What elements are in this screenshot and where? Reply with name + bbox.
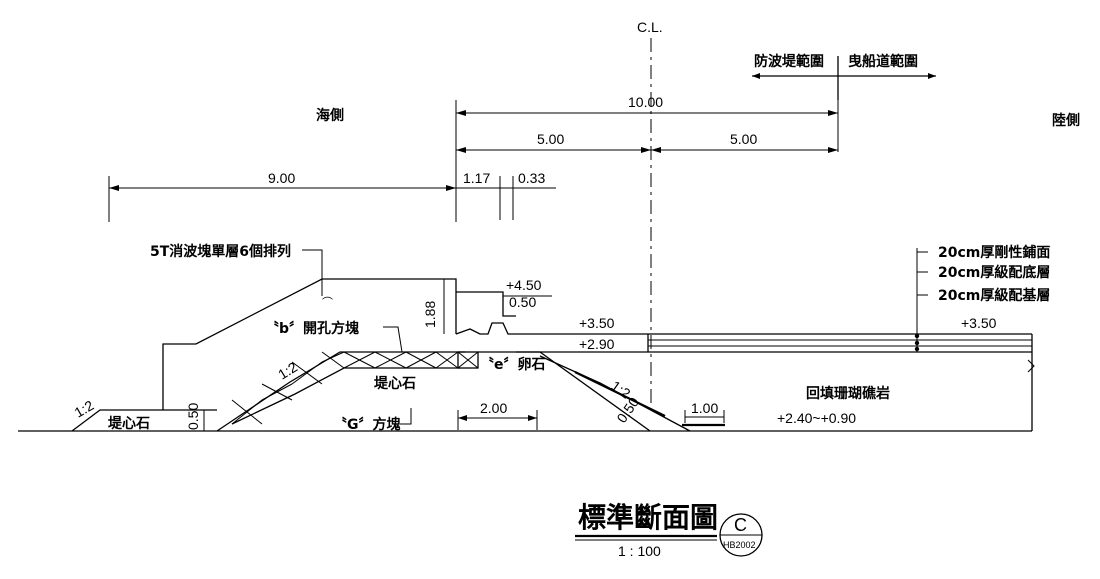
deck-elevation-right: +3.50: [961, 315, 997, 331]
svg-text:⌒: ⌒: [322, 296, 333, 309]
backfill-elevation: +2.40~+0.90: [777, 410, 856, 426]
breakwater-range-label: 防波堤範圍: [754, 53, 824, 70]
dim-total: 10.00: [628, 94, 663, 110]
dim-sea-side: 9.00: [268, 170, 295, 186]
core-stone-label: 堤心石: [374, 376, 416, 392]
base-elevation: +2.90: [579, 336, 615, 352]
pavement-layer-3: 20cm厚級配基層: [938, 287, 1050, 304]
toe-height-050: 0.50: [185, 403, 201, 430]
drawing-title: 標準斷面圖: [578, 501, 718, 534]
width-050: 0.50: [509, 294, 536, 310]
title-block: 標準斷面圖 1 : 100 C HB2002: [575, 501, 763, 559]
deck-elevation-left: +3.50: [579, 315, 615, 331]
center-line-label: C.L.: [637, 19, 663, 35]
breakwater-structure: [71, 278, 1035, 432]
slipway-range-label: 曳船道範圍: [848, 53, 918, 70]
pavement-legend: 20cm厚剛性鋪面 20cm厚級配底層 20cm厚級配基層: [914, 244, 1050, 352]
berm-100: 1.00: [691, 400, 718, 416]
section-label: C: [734, 515, 747, 535]
slope-050: 0.50: [613, 394, 642, 426]
pavement-layer-2: 20cm厚級配底層: [938, 264, 1050, 281]
center-line: C.L.: [637, 19, 663, 410]
height-188: 1.88: [422, 301, 438, 328]
block-b-label: 〝b〞開孔方塊: [265, 320, 359, 337]
dimension-lines: 10.00 5.00 5.00 9.00 1.17 0.33: [108, 94, 839, 222]
drawing-number: HB2002: [723, 540, 756, 550]
land-side-label: 陸側: [1052, 112, 1080, 129]
backfill-label: 回填珊瑚礁岩: [806, 385, 890, 402]
core-stone-toe-label: 堤心石: [108, 416, 150, 432]
slope-left-label: 1:2: [72, 397, 97, 421]
drawing-scale: 1 : 100: [618, 543, 661, 559]
dim-117: 1.17: [463, 170, 490, 186]
stone-e-label: 〝e〞卵石: [480, 356, 546, 373]
block-g-label: 〝G〞方塊: [333, 416, 401, 433]
slope-mid-label: 1:2: [275, 359, 300, 383]
dim-half-left: 5.00: [537, 131, 564, 147]
crest-elevation: +4.50: [506, 277, 542, 293]
sea-side-label: 海側: [316, 107, 344, 124]
dim-033: 0.33: [518, 170, 545, 186]
range-labels: 防波堤範圍 曳船道範圍: [752, 53, 936, 100]
armor-units-label: 5T消波塊單層6個排列: [150, 243, 291, 260]
pavement-layer-1: 20cm厚剛性鋪面: [938, 244, 1050, 261]
berm-200: 2.00: [480, 400, 507, 416]
dim-half-right: 5.00: [730, 131, 757, 147]
